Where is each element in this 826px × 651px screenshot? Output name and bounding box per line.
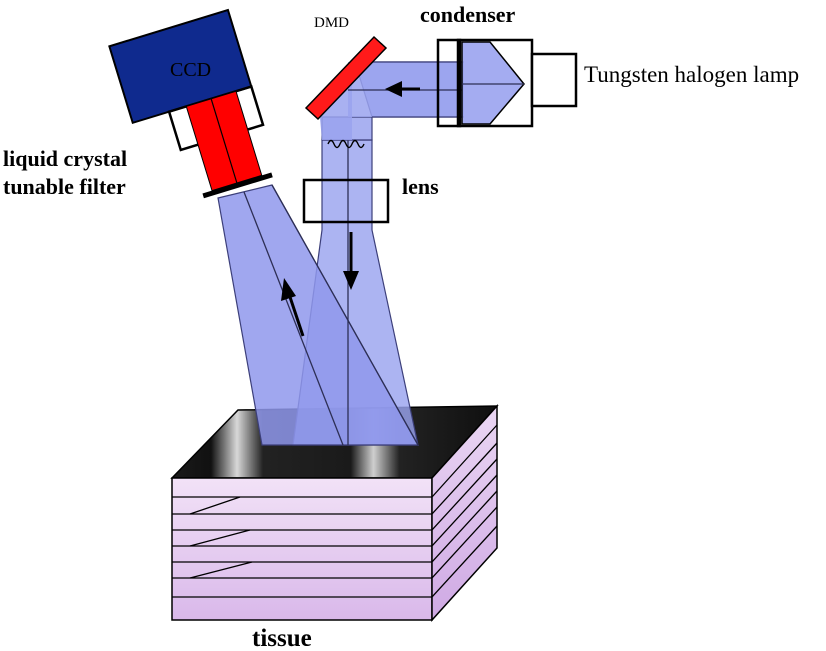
label-dmd: DMD — [314, 15, 349, 31]
condenser-cone — [461, 41, 525, 125]
modulation-squiggle-icon — [327, 139, 365, 149]
arrow-collection-up — [281, 278, 305, 337]
ray-lines — [243, 140, 419, 446]
label-lens: lens — [402, 174, 439, 199]
tissue-front-face — [171, 477, 433, 621]
tissue-side-face — [431, 404, 498, 622]
dmd-mirror — [304, 35, 388, 121]
arrow-illumination-down — [343, 232, 359, 290]
projection-lens — [302, 178, 390, 224]
tissue-block — [170, 404, 499, 622]
label-tissue: tissue — [252, 625, 312, 651]
label-ccd: CCD — [170, 59, 211, 81]
label-lcf-line2: tunable filter — [3, 174, 126, 199]
label-tungsten-halogen-lamp: Tungsten halogen lamp — [584, 62, 799, 87]
label-lcf-line1: liquid crystal — [3, 146, 127, 171]
tissue-layer-lines — [172, 424, 498, 598]
arrow-lamp-to-dmd — [385, 81, 420, 97]
ccd-camera-assembly — [108, 8, 273, 199]
tungsten-halogen-lamp — [530, 52, 578, 108]
label-condenser: condenser — [420, 2, 516, 27]
condenser-lens-outer — [436, 38, 462, 128]
lcf-base-plate — [202, 172, 273, 199]
condenser — [436, 38, 534, 128]
